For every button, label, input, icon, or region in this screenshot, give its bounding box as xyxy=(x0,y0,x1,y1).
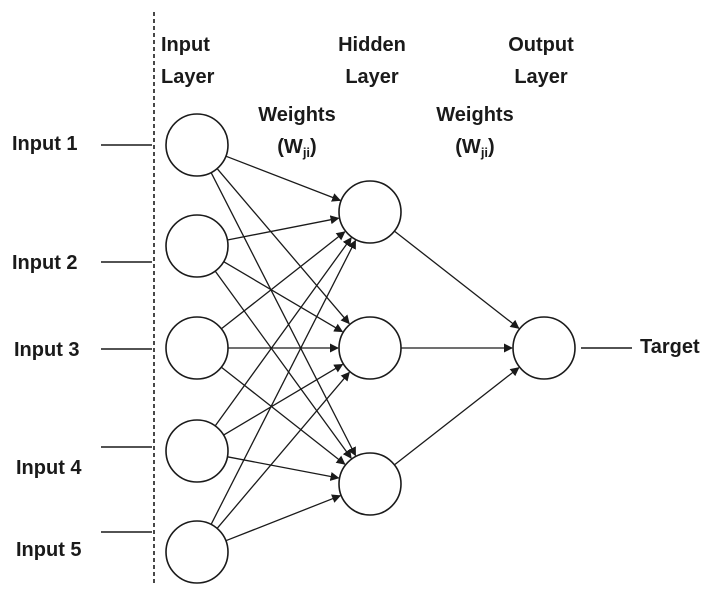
edge-input-4-hidden-1 xyxy=(214,237,352,427)
hidden-node-1 xyxy=(338,180,402,244)
edge-input-2-hidden-2 xyxy=(223,261,344,333)
output-layer-header-line2: Layer xyxy=(514,66,568,88)
hidden-node-2 xyxy=(338,316,402,380)
weights-symbol-1: (Wji) xyxy=(277,136,316,160)
edge-input-3-hidden-1 xyxy=(220,231,346,330)
input-node-5 xyxy=(165,520,229,584)
edge-input-1-hidden-2 xyxy=(216,168,350,325)
edge-input-3-hidden-3 xyxy=(220,366,346,465)
input-label-1: Input 1 xyxy=(12,133,78,155)
input-label-4: Input 4 xyxy=(16,457,82,479)
edge-input-5-hidden-2 xyxy=(216,371,350,529)
edge-input-4-hidden-3 xyxy=(227,456,340,481)
input-layer-header: Input xyxy=(161,34,210,56)
input-node-3 xyxy=(165,316,229,380)
hidden-node-3 xyxy=(338,452,402,516)
input-node-2 xyxy=(165,214,229,278)
input-layer-header-line2: Layer xyxy=(161,66,215,88)
edge-input-5-hidden-3 xyxy=(225,494,342,542)
edge-hidden-1-output xyxy=(393,230,520,329)
weights-symbol-2: (Wji) xyxy=(455,136,494,160)
input-node-4 xyxy=(165,419,229,483)
output-node xyxy=(512,316,576,380)
input-label-5: Input 5 xyxy=(16,539,82,561)
hidden-layer-header: Hidden xyxy=(338,34,406,56)
input-node-1 xyxy=(165,113,229,177)
output-layer-header: Output xyxy=(508,34,574,56)
weights-label-2: Weights xyxy=(436,104,513,126)
edge-input-1-hidden-1 xyxy=(225,155,342,202)
edge-input-2-hidden-3 xyxy=(214,270,352,459)
hidden-layer-header-line2: Layer xyxy=(345,66,399,88)
input-label-2: Input 2 xyxy=(12,252,78,274)
edge-input-1-hidden-3 xyxy=(210,172,357,457)
edge-input-5-hidden-1 xyxy=(210,239,357,525)
connections xyxy=(210,155,520,542)
weights-label-1: Weights xyxy=(258,104,335,126)
edge-hidden-3-output xyxy=(393,367,520,466)
edge-input-2-hidden-1 xyxy=(227,215,340,241)
edge-input-4-hidden-2 xyxy=(223,363,344,436)
input-label-3: Input 3 xyxy=(14,339,80,361)
target-label: Target xyxy=(640,336,700,358)
